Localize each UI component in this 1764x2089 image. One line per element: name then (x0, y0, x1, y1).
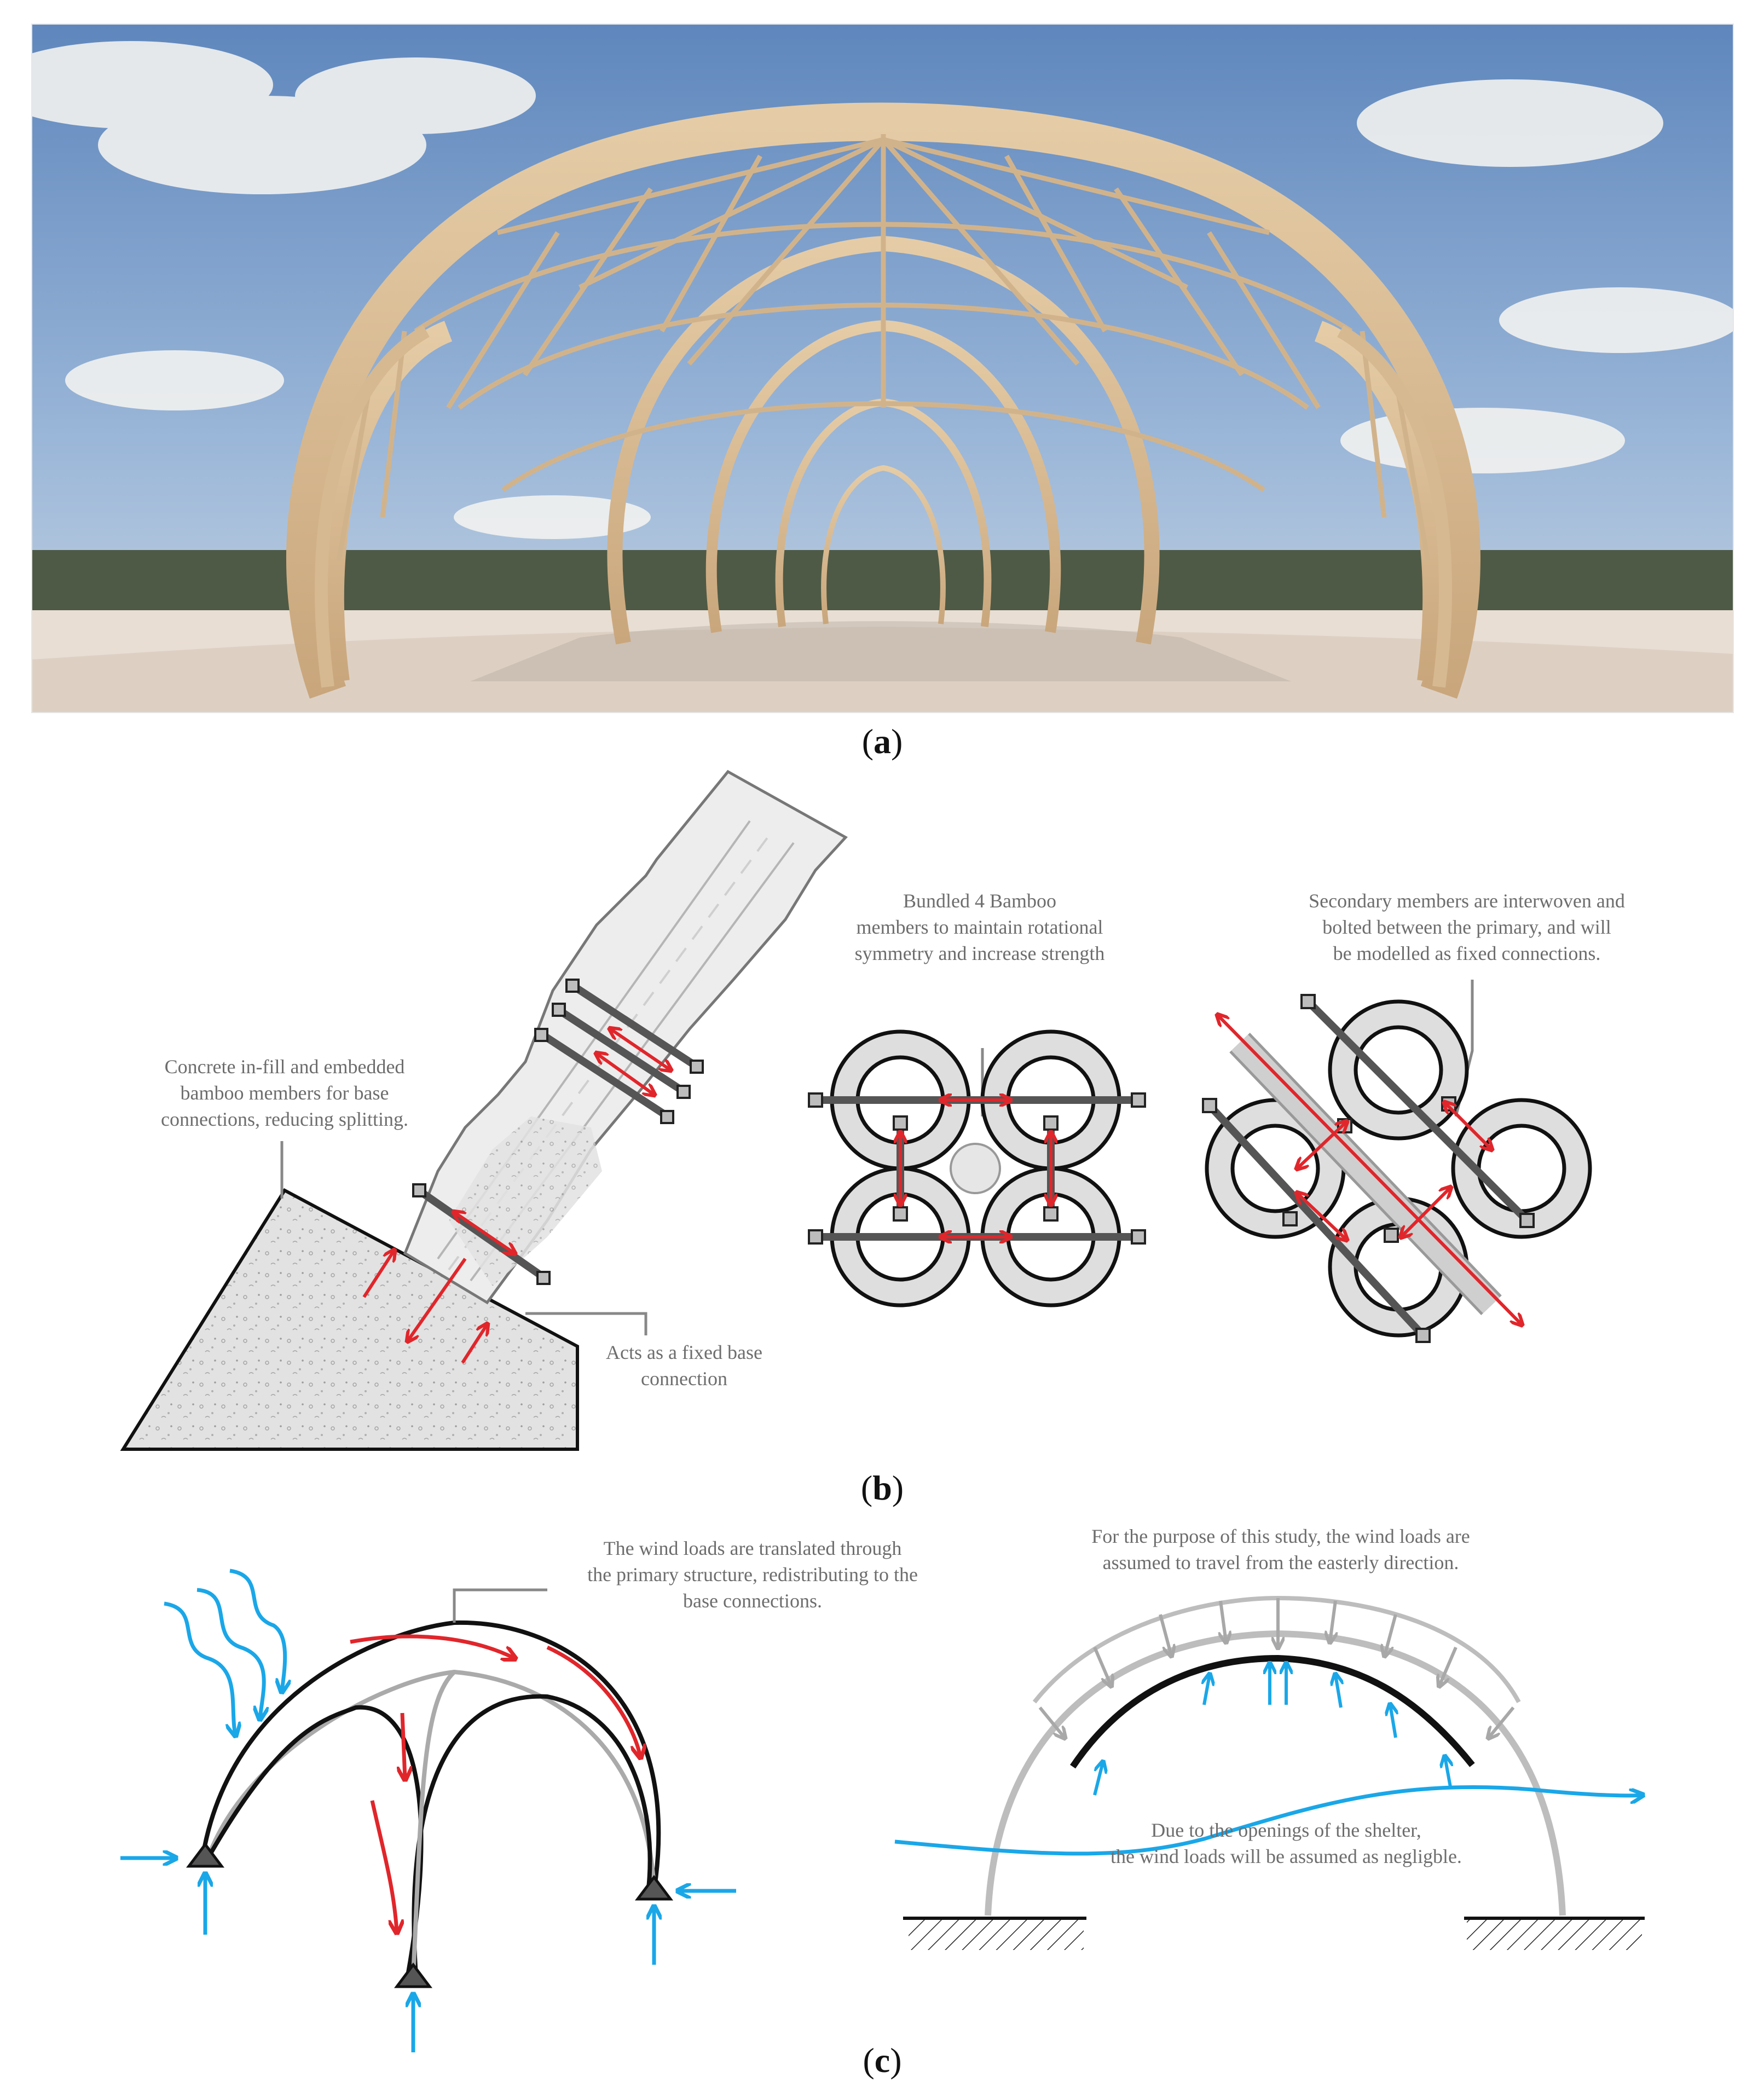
lattice (336, 134, 1431, 562)
render-image (31, 24, 1734, 713)
connection-details (120, 769, 1592, 1451)
arch-structure (286, 102, 1480, 699)
suction-arrows (1093, 1664, 1450, 1796)
caption-c: (c) (863, 2041, 902, 2080)
easterly-wind-diagram (903, 1595, 1645, 1950)
primary-structure-diagram (186, 1588, 673, 1988)
note-openings: Due to the openings of the shelter,the w… (1111, 1819, 1462, 1867)
wind-flow-line (894, 1785, 1642, 1856)
caption-b: (b) (860, 1468, 904, 1507)
side-wings (315, 325, 1452, 688)
base-force-arrows (362, 1251, 487, 1364)
bamboo-shelter-render (32, 25, 1733, 712)
culm-force-arrows (454, 1029, 670, 1253)
wind-squiggles (164, 1569, 285, 1735)
note-wind-direction: For the purpose of this study, the wind … (1091, 1525, 1470, 1573)
caption-a: (a) (861, 722, 903, 761)
load-path-arrows (350, 1634, 640, 1932)
secondary-members-bundle (1202, 994, 1592, 1343)
bundled-four-bamboo (808, 1029, 1146, 1307)
wind-load-diagrams (120, 1569, 1764, 2052)
concrete-base (120, 1188, 579, 1451)
support-reaction-arrows (120, 1858, 736, 2052)
pressure-arrows (1038, 1598, 1515, 1738)
